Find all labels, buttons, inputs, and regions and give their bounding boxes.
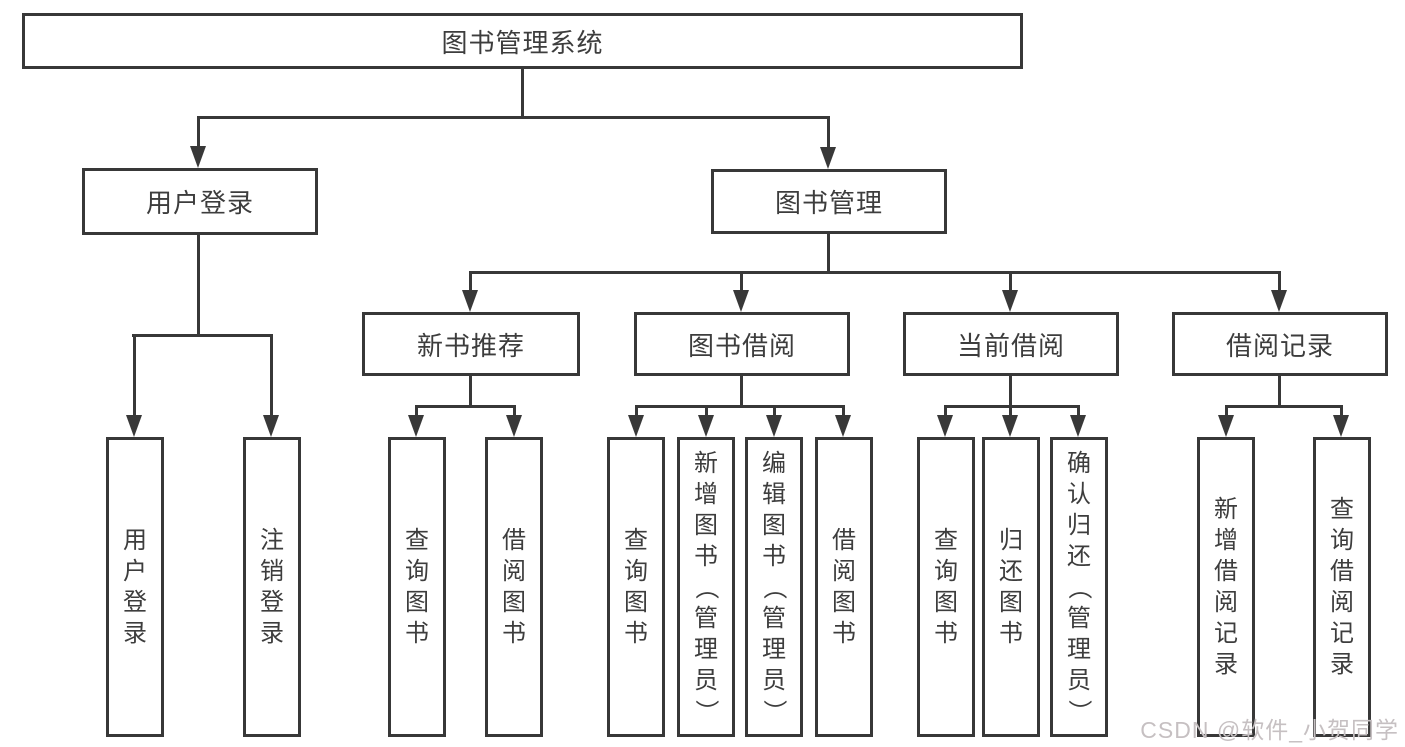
arrow-down-icon <box>408 415 424 437</box>
arrow-down-icon <box>835 415 851 437</box>
connector-book-borrow-rail <box>635 405 845 408</box>
leaf-logout-label: 注销登录 <box>260 527 284 647</box>
connector-drop-leaf-login <box>133 334 136 415</box>
arrow-down-icon <box>937 415 953 437</box>
leaf-search-books-recommend: 查询图书 <box>388 437 446 737</box>
leaf-edit-book-admin-label: 编辑图书（管理员） <box>760 449 788 724</box>
connector-book-borrow-stem <box>740 374 743 407</box>
leaf-return-book-label: 归还图书 <box>999 527 1023 647</box>
leaf-search-books-current-label: 查询图书 <box>934 527 958 647</box>
leaf-add-borrow-record: 新增借阅记录 <box>1197 437 1255 737</box>
node-new-book-recommend-label: 新书推荐 <box>416 330 525 361</box>
connector-drop-user-login <box>197 116 200 148</box>
connector-drop-leaf <box>1077 405 1080 417</box>
leaf-edit-book-admin: 编辑图书（管理员） <box>745 437 803 737</box>
connector-root-stem <box>521 67 524 117</box>
connector-borrow-record-rail <box>1225 405 1343 408</box>
connector-user-login-rail <box>132 334 273 337</box>
node-root-label: 图书管理系统 <box>441 27 604 58</box>
arrow-down-icon <box>462 290 478 312</box>
node-new-book-recommend: 新书推荐 <box>362 312 580 376</box>
leaf-borrow-books-label: 借阅图书 <box>832 527 856 647</box>
node-borrowing-records-label: 借阅记录 <box>1225 330 1334 361</box>
leaf-logout: 注销登录 <box>243 437 301 737</box>
connector-drop-leaf <box>635 405 638 417</box>
leaf-add-book-admin-label: 新增图书（管理员） <box>692 449 720 724</box>
arrow-down-icon <box>1333 415 1349 437</box>
arrow-down-icon <box>506 415 522 437</box>
leaf-search-borrow-record: 查询借阅记录 <box>1313 437 1371 737</box>
connector-drop-leaf <box>1340 405 1343 417</box>
arrow-down-icon <box>1218 415 1234 437</box>
node-book-management: 图书管理 <box>711 169 947 234</box>
arrow-down-icon <box>263 415 279 437</box>
node-root: 图书管理系统 <box>22 13 1023 69</box>
leaf-search-books-borrowing: 查询图书 <box>607 437 665 737</box>
leaf-borrow-books-recommend: 借阅图书 <box>485 437 543 737</box>
arrow-down-icon <box>1070 415 1086 437</box>
node-book-management-label: 图书管理 <box>774 188 883 218</box>
leaf-return-book: 归还图书 <box>982 437 1040 737</box>
connector-drop-leaf <box>1009 405 1012 417</box>
connector-level1-rail <box>197 116 830 119</box>
node-current-borrowing: 当前借阅 <box>903 312 1119 376</box>
leaf-user-login: 用户登录 <box>106 437 164 737</box>
connector-book-mgmt-stem <box>827 232 830 273</box>
leaf-confirm-return-admin: 确认归还（管理员） <box>1050 437 1108 737</box>
arrow-down-icon <box>1002 415 1018 437</box>
arrow-down-icon <box>1271 290 1287 312</box>
arrow-down-icon <box>733 290 749 312</box>
leaf-search-borrow-record-label: 查询借阅记录 <box>1330 496 1354 678</box>
connector-drop-book-mgmt <box>827 116 830 149</box>
connector-borrow-record-stem <box>1278 374 1281 407</box>
leaf-search-books-recommend-label: 查询图书 <box>405 527 429 647</box>
connector-drop-leaf-logout <box>270 334 273 415</box>
connector-drop-leaf <box>842 405 845 417</box>
connector-current-borrow-stem <box>1009 374 1012 407</box>
leaf-user-login-label: 用户登录 <box>123 527 147 647</box>
connector-current-borrow-rail <box>944 405 1080 408</box>
connector-drop-leaf <box>1225 405 1228 417</box>
arrow-down-icon <box>766 415 782 437</box>
connector-drop-leaf <box>513 405 516 417</box>
leaf-borrow-books: 借阅图书 <box>815 437 873 737</box>
connector-new-book-stem <box>469 374 472 407</box>
node-borrowing-records: 借阅记录 <box>1172 312 1388 376</box>
watermark: CSDN @软件_小贺同学 <box>1140 717 1399 743</box>
node-current-borrowing-label: 当前借阅 <box>956 330 1065 361</box>
leaf-add-borrow-record-label: 新增借阅记录 <box>1214 496 1238 678</box>
connector-drop-current-borrow <box>1009 271 1012 292</box>
node-book-borrowing-label: 图书借阅 <box>687 330 796 361</box>
node-user-login-label: 用户登录 <box>145 188 254 218</box>
leaf-search-books-borrowing-label: 查询图书 <box>624 527 648 647</box>
node-user-login: 用户登录 <box>82 168 318 235</box>
arrow-down-icon <box>1002 290 1018 312</box>
arrow-down-icon <box>126 415 142 437</box>
connector-drop-leaf <box>773 405 776 417</box>
arrow-down-icon <box>820 147 836 169</box>
connector-drop-leaf <box>705 405 708 417</box>
connector-new-book-rail <box>415 405 516 408</box>
leaf-borrow-books-recommend-label: 借阅图书 <box>502 527 526 647</box>
connector-book-mgmt-rail <box>469 271 1281 274</box>
connector-user-login-stem <box>197 233 200 336</box>
arrow-down-icon <box>628 415 644 437</box>
leaf-confirm-return-admin-label: 确认归还（管理员） <box>1065 449 1093 724</box>
leaf-search-books-current: 查询图书 <box>917 437 975 737</box>
connector-drop-book-borrow <box>740 271 743 292</box>
connector-drop-new-book <box>469 271 472 292</box>
connector-drop-leaf <box>415 405 418 417</box>
arrow-down-icon <box>190 146 206 168</box>
arrow-down-icon <box>698 415 714 437</box>
leaf-add-book-admin: 新增图书（管理员） <box>677 437 735 737</box>
connector-drop-leaf <box>944 405 947 417</box>
connector-drop-borrow-record <box>1278 271 1281 292</box>
node-book-borrowing: 图书借阅 <box>634 312 850 376</box>
